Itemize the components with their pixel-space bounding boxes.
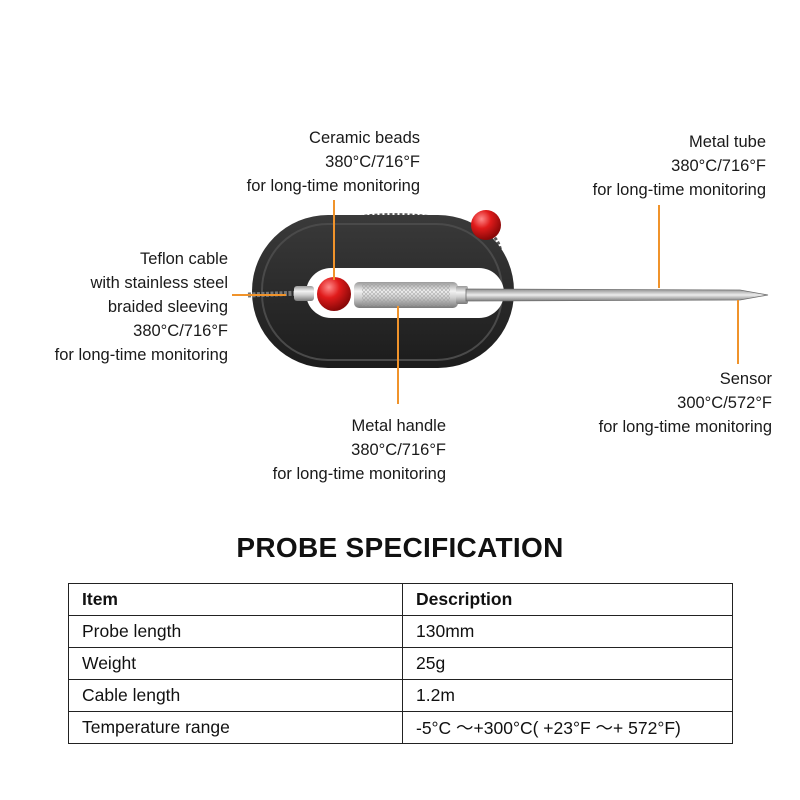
row-description: 130mm bbox=[402, 615, 733, 648]
ceramic-beads-title: Ceramic beads bbox=[309, 129, 420, 147]
table-header-row: Item Description bbox=[68, 583, 733, 616]
row-description: 1.2m bbox=[402, 679, 733, 712]
metal-tube-temp: 380°C/716°F bbox=[671, 157, 766, 175]
metal-tube-title: Metal tube bbox=[688, 133, 766, 151]
metal-handle-note: for long-time monitoring bbox=[272, 465, 446, 483]
ceramic-beads-temp: 380°C/716°F bbox=[325, 153, 420, 171]
row-item: Probe length bbox=[68, 615, 403, 648]
table-row: Probe length 130mm bbox=[68, 615, 733, 648]
teflon-cable-line2: with stainless steel bbox=[90, 274, 228, 292]
metal-tube-note: for long-time monitoring bbox=[592, 181, 766, 199]
sensor-title: Sensor bbox=[719, 370, 772, 388]
table-row: Temperature range -5°C ～+300°C( +23°F ～+… bbox=[68, 711, 733, 744]
callout-ceramic-beads: Ceramic beads 380°C/716°F for long-time … bbox=[247, 126, 420, 198]
callout-metal-tube: Metal tube 380°C/716°F for long-time mon… bbox=[593, 130, 766, 202]
row-item: Weight bbox=[68, 647, 403, 680]
spec-table: Item Description Probe length 130mm Weig… bbox=[68, 583, 733, 744]
callout-teflon-cable: Teflon cable with stainless steel braide… bbox=[55, 247, 228, 367]
metal-handle-knurl bbox=[362, 284, 450, 306]
teflon-cable-temp: 380°C/716°F bbox=[133, 322, 228, 340]
metal-tube bbox=[465, 288, 769, 302]
cable-crimp bbox=[294, 286, 314, 301]
handle-collar bbox=[456, 286, 468, 304]
row-item: Temperature range bbox=[68, 711, 403, 744]
table-row: Cable length 1.2m bbox=[68, 679, 733, 712]
teflon-cable-line3: braided sleeving bbox=[107, 298, 228, 316]
header-item: Item bbox=[68, 583, 403, 616]
header-description: Description bbox=[402, 583, 733, 616]
row-description: 25g bbox=[402, 647, 733, 680]
product-illustration: Ceramic beads 380°C/716°F for long-time … bbox=[55, 126, 772, 486]
ceramic-bead bbox=[317, 277, 351, 311]
table-row: Weight 25g bbox=[68, 647, 733, 680]
sensor-note: for long-time monitoring bbox=[598, 418, 772, 436]
teflon-cable-note: for long-time monitoring bbox=[54, 346, 228, 364]
callout-metal-handle: Metal handle 380°C/716°F for long-time m… bbox=[273, 414, 446, 486]
row-item: Cable length bbox=[68, 679, 403, 712]
row-description: -5°C ～+300°C( +23°F ～+ 572°F) bbox=[402, 711, 733, 744]
metal-handle-title: Metal handle bbox=[351, 417, 446, 435]
top-bead bbox=[471, 210, 501, 240]
metal-handle-temp: 380°C/716°F bbox=[351, 441, 446, 459]
sensor-temp: 300°C/572°F bbox=[677, 394, 772, 412]
ceramic-beads-note: for long-time monitoring bbox=[246, 177, 420, 195]
callout-sensor: Sensor 300°C/572°F for long-time monitor… bbox=[599, 367, 772, 439]
spec-title: PROBE SPECIFICATION bbox=[236, 532, 564, 563]
probe-drawing bbox=[232, 200, 769, 404]
teflon-cable-title: Teflon cable bbox=[139, 250, 228, 268]
